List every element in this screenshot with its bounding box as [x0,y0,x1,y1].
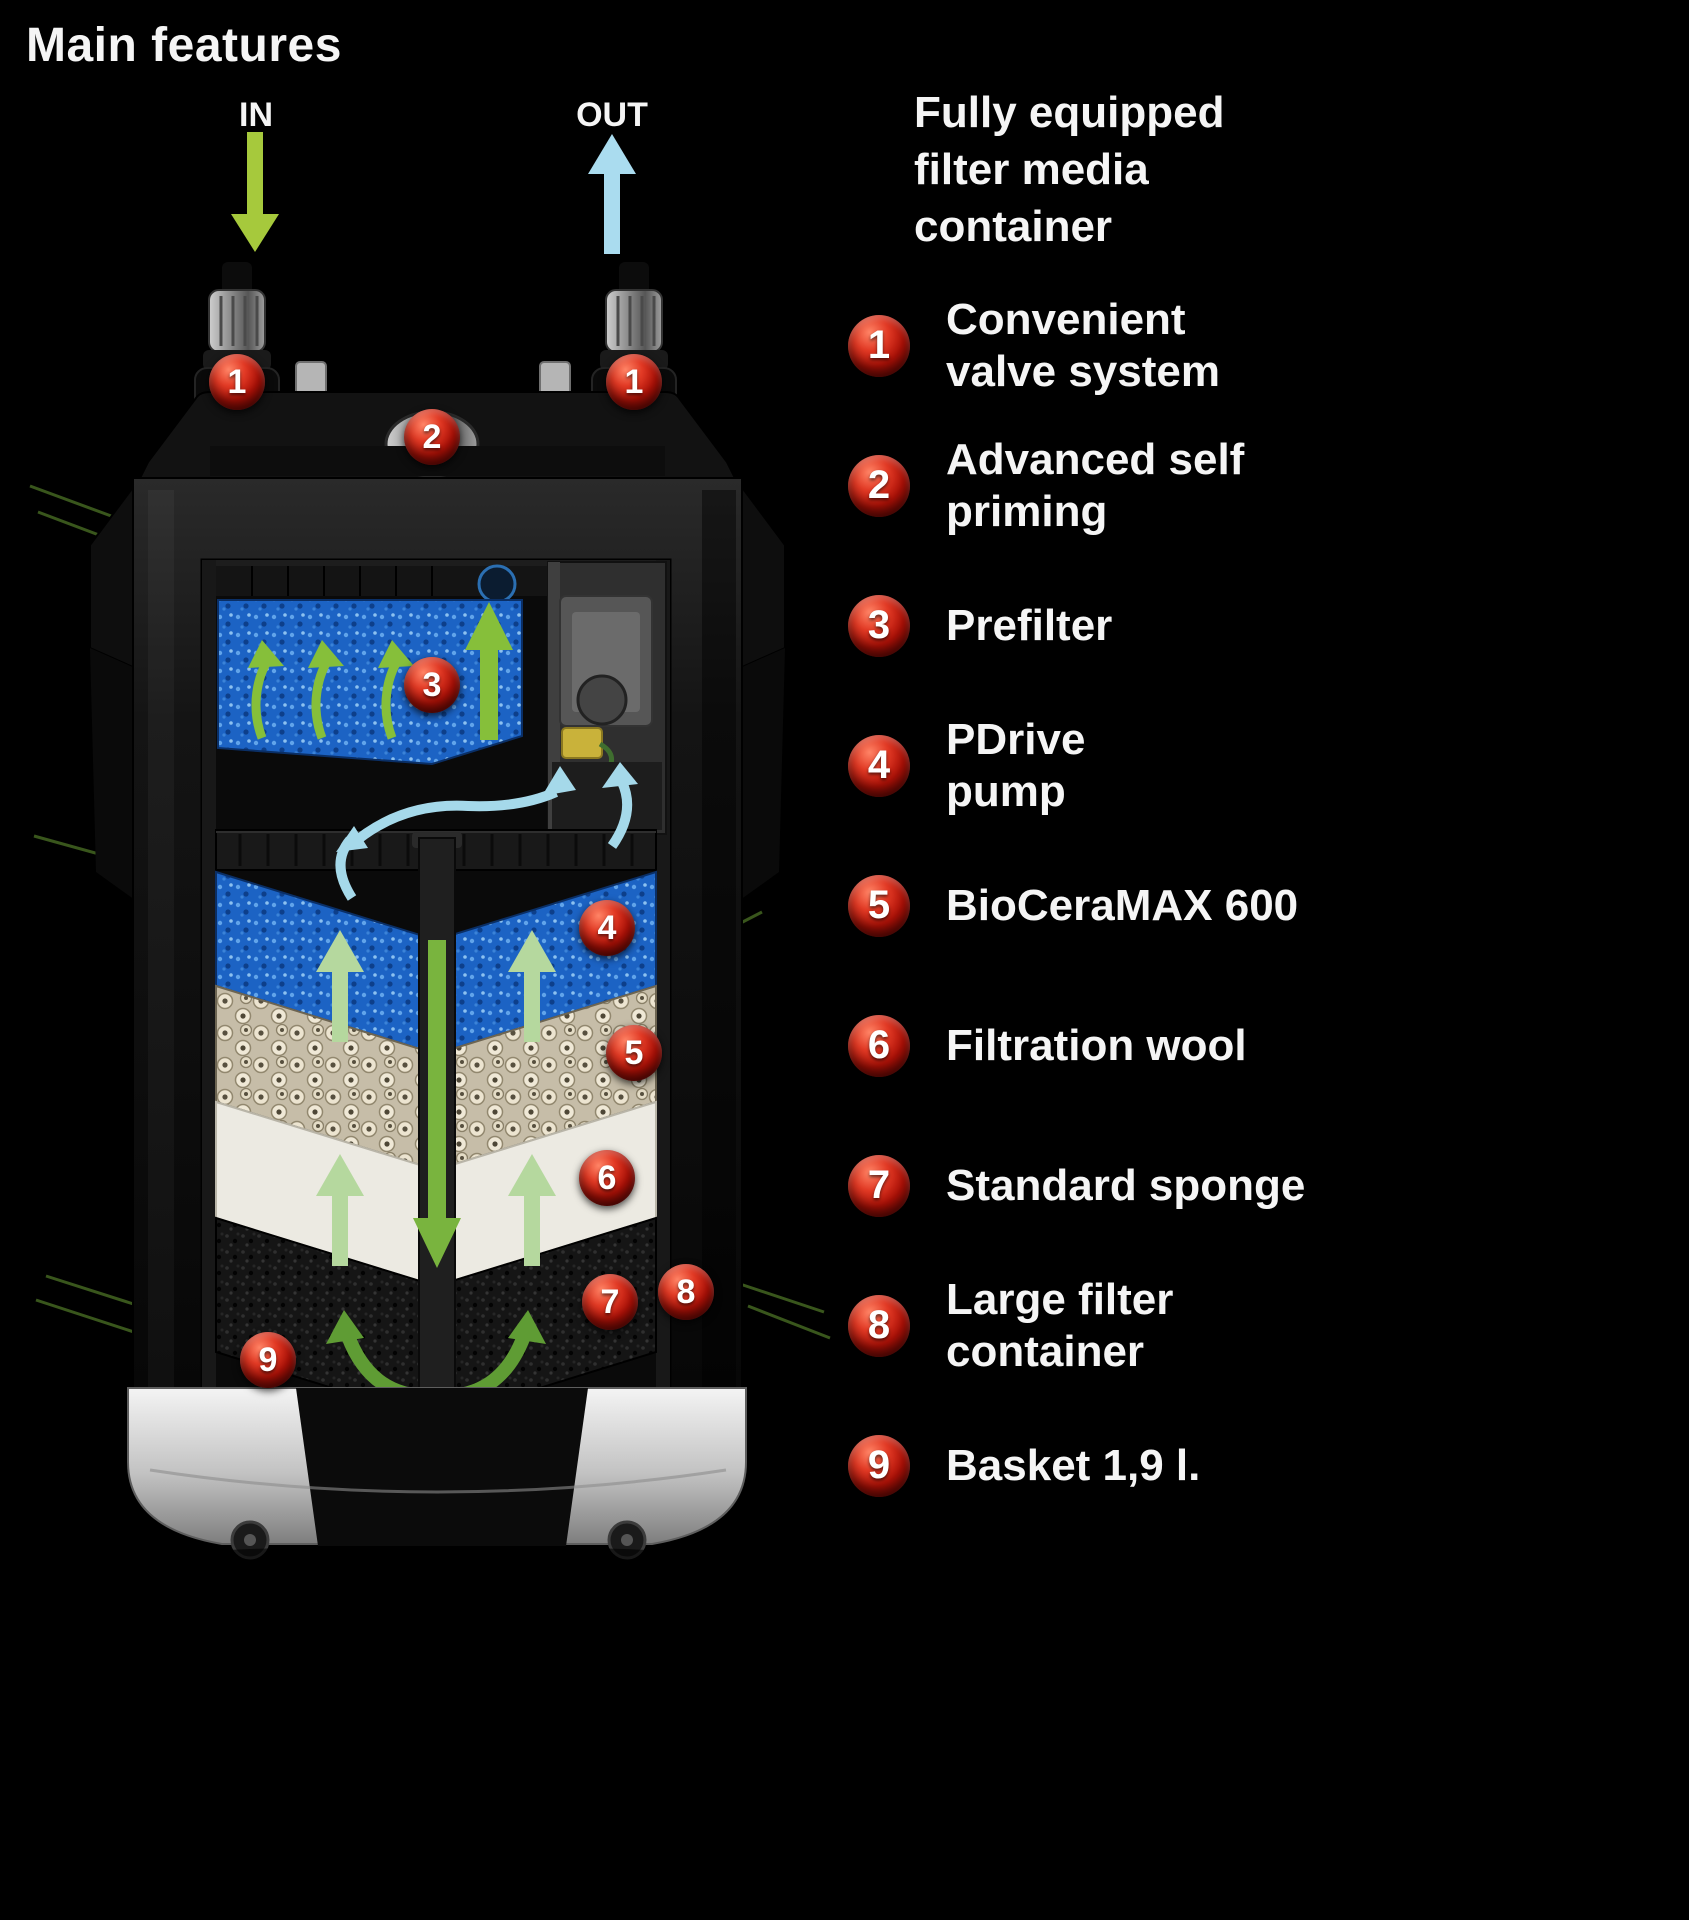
device-badge-3: 3 [404,657,460,713]
feature-label-4: PDrive pump [946,714,1086,816]
media-up-arrows [316,930,556,1266]
device-badge-9: 9 [240,1332,296,1388]
feature-badge-5: 5 [848,874,910,937]
feature-label-5: BioCeraMAX 600 [946,880,1299,930]
feature-label-1: Convenient valve system [946,294,1220,396]
device-badge-2: 2 [404,409,460,465]
feature-badge-3: 3 [848,594,910,657]
feature-label-7: Standard sponge [946,1160,1306,1210]
device-badge-1-right: 1 [606,354,662,410]
feature-row-5: 5 BioCeraMAX 600 [848,836,1678,976]
feature-badge-8: 8 [848,1294,910,1357]
feature-row-2: 2 Advanced self priming [848,416,1678,556]
filter-cutaway-illustration [29,132,831,1574]
feature-row-1: 1 Convenient valve system [848,276,1678,416]
flow-out-label: OUT [576,96,648,134]
feature-badge-6: 6 [848,1014,910,1077]
device-badge-7: 7 [582,1274,638,1330]
central-tube [412,832,462,1411]
feature-label-3: Prefilter [946,600,1113,650]
features-panel: Fully equipped filter media container 1 … [848,84,1678,1536]
feature-label-9: Basket 1,9 l. [946,1440,1201,1490]
feature-label-6: Filtration wool [946,1020,1247,1070]
pump-impeller [576,674,628,726]
pump-compartment [547,561,667,835]
intake-port [477,564,517,604]
intro-text: Fully equipped filter media container [914,88,1225,252]
pump-rotor [561,727,603,759]
feature-row-4: 4 PDrive pump [848,696,1678,836]
out-flow-arrow [588,134,636,254]
flow-in-label: IN [239,96,273,134]
feature-row-6: 6 Filtration wool [848,976,1678,1116]
page-title: Main features [26,19,342,72]
feature-badge-2: 2 [848,454,910,517]
device-badge-6: 6 [579,1150,635,1206]
in-flow-arrow [231,132,279,252]
feature-badge-1: 1 [848,314,910,377]
feature-label-2: Advanced self priming [946,434,1245,536]
device-badge-4: 4 [579,900,635,956]
feature-row-8: 8 Large filter container [848,1256,1678,1396]
prefilter-sponge [217,599,523,766]
device-badge-5: 5 [606,1025,662,1081]
filter-base [127,1387,747,1574]
feature-label-8: Large filter container [946,1274,1174,1376]
device-badge-8: 8 [658,1264,714,1320]
feature-badge-9: 9 [848,1434,910,1497]
feature-badge-7: 7 [848,1154,910,1217]
feature-row-3: 3 Prefilter [848,556,1678,696]
feature-row-9: 9 Basket 1,9 l. [848,1396,1678,1536]
device-badge-1-left: 1 [209,354,265,410]
feature-row-7: 7 Standard sponge [848,1116,1678,1256]
feature-badge-4: 4 [848,734,910,797]
